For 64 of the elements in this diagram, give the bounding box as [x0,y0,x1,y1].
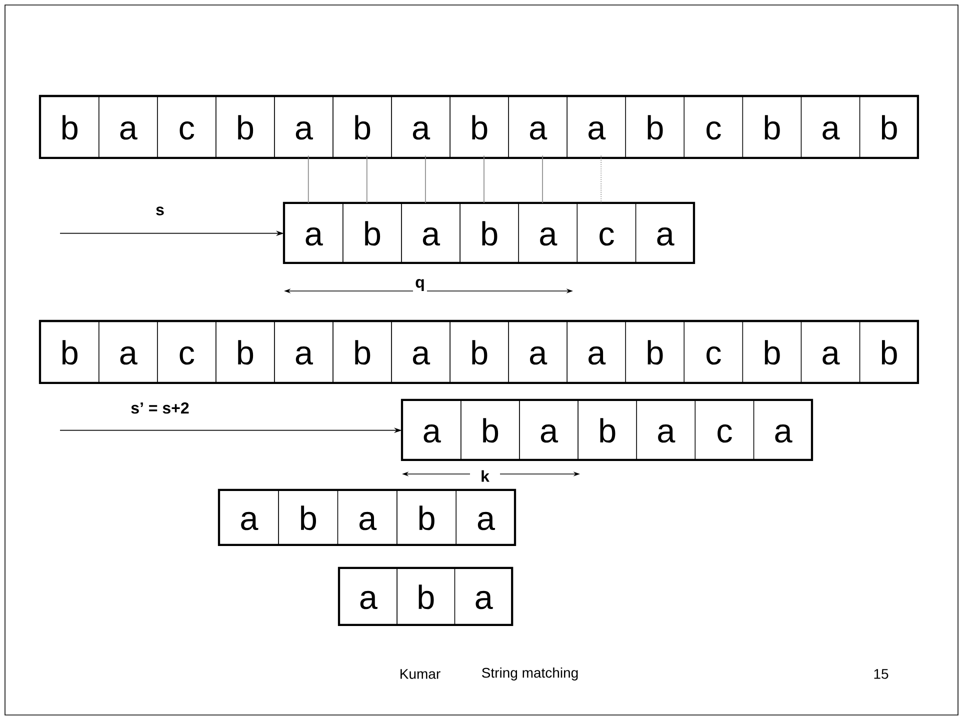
letter-cell: a [401,203,460,264]
letter-cell: b [859,96,919,159]
letter-cell: a [566,96,626,159]
letter-cell: c [157,321,216,384]
node-label: b [62,115,78,140]
letter-cell: b [332,96,392,159]
footer-text: String matching [480,666,580,682]
match-line [425,155,426,204]
letter-cell: a [391,96,450,159]
edge-label: s’ = s+2 [131,402,189,414]
letter-cell: b [450,96,509,159]
letter-cell: b [450,321,509,384]
letter-cell: a [519,400,578,461]
dimension-label: q [414,278,426,292]
letter-cell: b [742,321,802,384]
letter-cell: a [518,203,578,264]
letter-cell: a [508,321,568,384]
letter-cell: a [98,96,158,159]
letter-cell: c [157,96,216,159]
letter-cell: a [337,490,398,546]
letter-cell: c [694,400,754,461]
letter-cell: b [216,96,275,159]
page-number: 15 [872,668,890,680]
node-label: a [424,424,441,443]
letter-cell: a [456,490,516,546]
letter-cell: a [274,96,334,159]
letter-cell: b [742,96,802,159]
node-label: b [62,340,78,365]
node-label: a [360,590,378,610]
letter-cell: b [396,490,456,546]
match-line [542,155,543,204]
footer-text: Kumar [398,668,442,680]
letter-cell: a [800,321,860,384]
letter-cell: b [859,321,919,384]
letter-cell: b [460,400,520,461]
letter-cell: b [216,321,275,384]
letter-cell: b [625,96,684,159]
letter-cell: a [753,400,813,461]
node-label: a [241,512,258,530]
letter-cell: c [684,96,744,159]
letter-cell: a [274,321,334,384]
letter-cell: b [396,568,456,626]
letter-cell: c [576,203,636,264]
letter-cell: c [684,321,744,384]
edge-label: s [156,206,164,216]
match-line [366,155,368,204]
letter-cell: a [98,321,158,384]
letter-cell: b [342,203,402,264]
letter-cell: b [460,203,519,264]
match-line [600,155,602,204]
node-label: a [306,227,323,246]
letter-cell: a [635,203,695,264]
letter-cell: a [454,568,513,626]
match-line [308,155,309,204]
letter-cell: b [625,321,684,384]
letter-cell: b [332,321,392,384]
letter-cell: a [800,96,860,159]
letter-cell: a [566,321,626,384]
dimension-label: k [479,468,491,484]
letter-cell: b [278,490,338,546]
letter-cell: a [391,321,450,384]
letter-cell: a [636,400,696,461]
letter-cell: b [578,400,637,461]
letter-cell: a [508,96,568,159]
